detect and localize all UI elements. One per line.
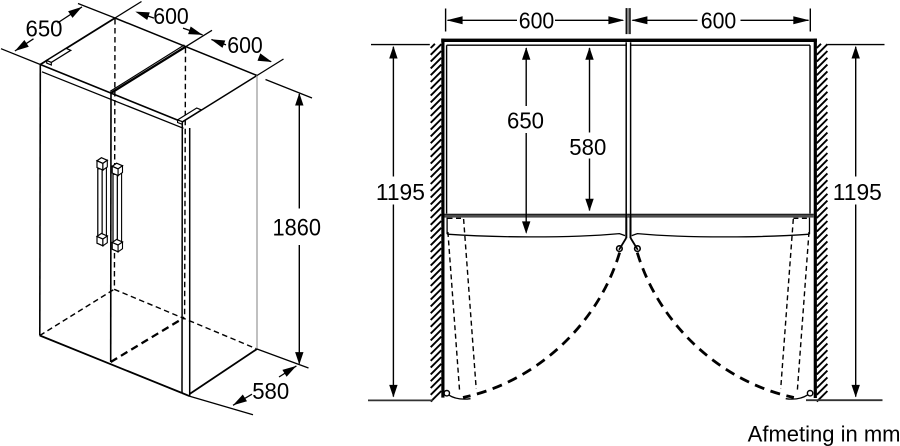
svg-text:Afmeting in mm: Afmeting in mm	[748, 421, 900, 446]
svg-text:650: 650	[507, 108, 544, 134]
svg-text:1195: 1195	[833, 179, 882, 205]
svg-text:600: 600	[519, 8, 555, 34]
svg-text:650: 650	[26, 16, 63, 42]
svg-text:580: 580	[252, 378, 289, 404]
svg-text:1195: 1195	[376, 179, 425, 205]
svg-text:600: 600	[153, 3, 189, 29]
svg-text:580: 580	[569, 134, 606, 160]
svg-text:600: 600	[227, 32, 263, 58]
svg-text:600: 600	[701, 8, 737, 34]
svg-text:1860: 1860	[273, 214, 322, 241]
